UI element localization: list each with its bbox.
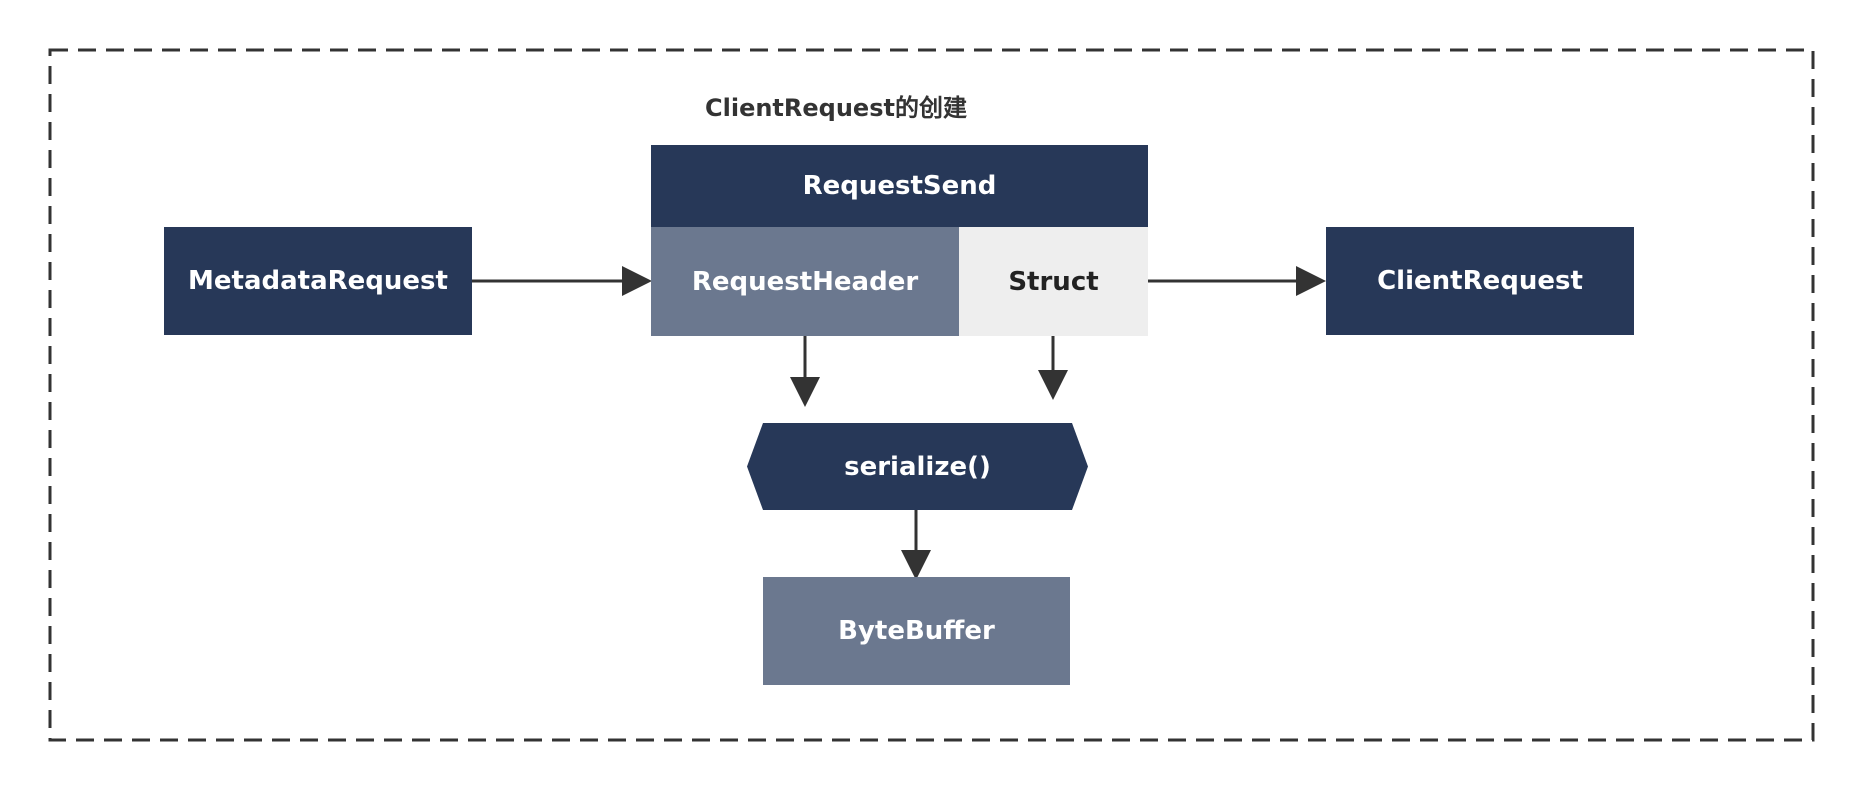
metadata-request-label: MetadataRequest xyxy=(188,266,448,296)
byte-buffer-node: ByteBuffer xyxy=(763,577,1070,685)
serialize-node: serialize() xyxy=(747,423,1088,510)
metadata-request-node: MetadataRequest xyxy=(164,227,472,335)
struct-label: Struct xyxy=(1008,266,1099,297)
request-send-node: RequestSend xyxy=(651,145,1148,227)
byte-buffer-label: ByteBuffer xyxy=(838,616,995,646)
serialize-label: serialize() xyxy=(844,451,991,482)
request-header-node: RequestHeader xyxy=(651,227,959,336)
diagram-title: ClientRequest的创建 xyxy=(705,94,967,122)
request-send-label: RequestSend xyxy=(802,171,997,201)
struct-node: Struct xyxy=(959,227,1148,336)
client-request-label: ClientRequest xyxy=(1377,266,1583,296)
client-request-node: ClientRequest xyxy=(1326,227,1634,335)
dashed-frame xyxy=(48,48,1815,742)
request-header-label: RequestHeader xyxy=(691,266,919,297)
